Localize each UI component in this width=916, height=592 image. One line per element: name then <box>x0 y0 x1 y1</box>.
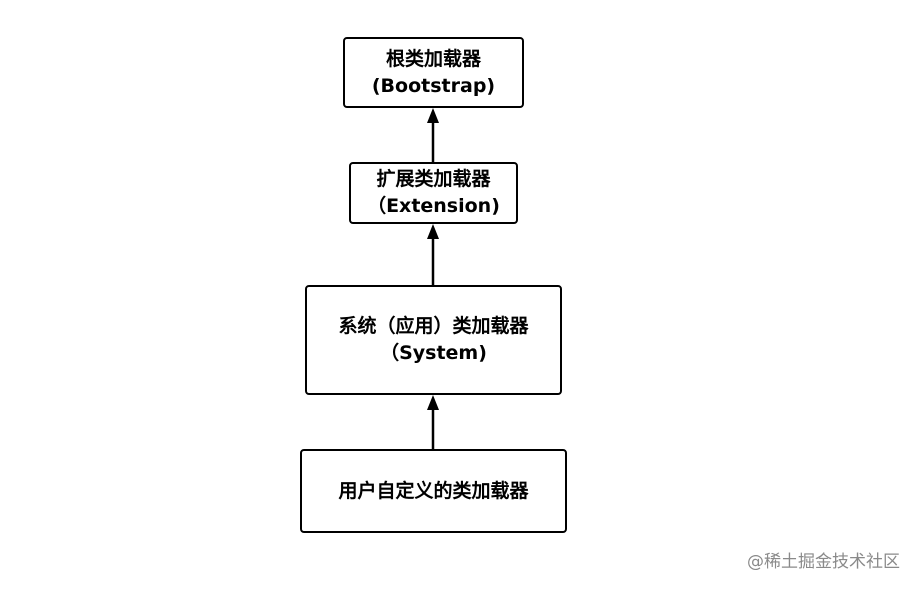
node-extension-line1: 扩展类加载器 <box>376 168 491 190</box>
edge-extension-to-bootstrap <box>427 108 439 162</box>
edge-system-to-extension <box>427 224 439 285</box>
node-system-line2: （System) <box>380 342 487 364</box>
node-extension-classloader: 扩展类加载器 （Extension) <box>349 162 518 224</box>
edge-custom-to-system <box>427 395 439 449</box>
node-custom-classloader: 用户自定义的类加载器 <box>300 449 567 533</box>
node-bootstrap-line2: (Bootstrap) <box>371 74 496 97</box>
node-extension-line2: （Extension) <box>367 195 500 217</box>
node-system-classloader: 系统（应用）类加载器 （System) <box>305 285 562 395</box>
node-custom-line1: 用户自定义的类加载器 <box>338 479 529 502</box>
node-system-line1: 系统（应用）类加载器 <box>338 315 529 337</box>
node-bootstrap-classloader: 根类加载器 (Bootstrap) <box>343 37 524 108</box>
node-bootstrap-line1: 根类加载器 <box>385 47 481 70</box>
watermark: @稀土掘金技术社区 <box>747 552 900 572</box>
